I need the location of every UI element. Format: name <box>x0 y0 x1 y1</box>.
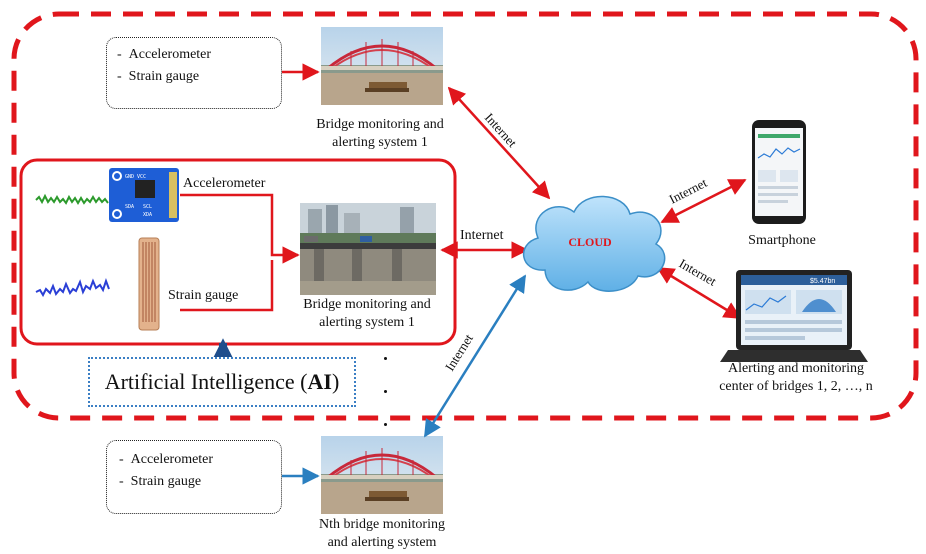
cloud-icon <box>522 195 666 292</box>
cloud-label: CLOUD <box>568 235 612 249</box>
accelerometer-line <box>180 193 300 264</box>
laptop-screen-value: $5.47bn <box>810 278 835 285</box>
bridge-top-caption-line2: alerting system 1 <box>332 135 428 150</box>
internet-arrow-laptop <box>656 266 742 320</box>
top-sensor-box: - Accelerometer - Strain gauge <box>106 37 282 109</box>
chip-label-4: XDA <box>143 212 152 218</box>
chip-label-1: GND VCC <box>125 174 146 180</box>
ellipsis-dot-3 <box>384 423 387 426</box>
internet-arrow-smartphone <box>660 178 747 224</box>
bottom-sensor-strain-gauge: - Strain gauge <box>119 474 202 489</box>
internet-label-middle: Internet <box>460 228 504 243</box>
internet-arrow-top <box>447 86 551 200</box>
ai-label: Artificial Intelligence (AI) <box>104 369 340 394</box>
chip-label-2: SDA <box>125 204 134 210</box>
internet-arrow-bottom <box>423 274 527 438</box>
strain-gauge-line <box>180 260 274 312</box>
bridge-photo-top <box>319 25 445 107</box>
bottom-sensor-accelerometer: - Accelerometer <box>119 452 214 467</box>
bridge-photo-bottom <box>319 434 445 516</box>
bridge-mid-caption-line2: alerting system 1 <box>319 315 415 330</box>
ai-box: Artificial Intelligence (AI) <box>88 357 356 407</box>
ellipsis-dot-1 <box>384 357 387 360</box>
bridge-mid-caption-line1: Bridge monitoring and <box>303 297 431 312</box>
smartphone-icon <box>752 120 806 224</box>
alert-center-caption-line2: center of bridges 1, 2, …, n <box>719 379 873 394</box>
smartphone-label: Smartphone <box>748 233 816 248</box>
strain-gauge-sensor <box>138 237 160 331</box>
bridge-top-caption-line1: Bridge monitoring and <box>316 117 444 132</box>
top-sensor-strain-gauge: - Strain gauge <box>117 69 200 84</box>
bridge-photo-middle <box>300 203 436 295</box>
accelerometer-label: Accelerometer <box>183 176 266 191</box>
top-sensor-accelerometer: - Accelerometer <box>117 47 212 62</box>
chip-label-3: SCL <box>143 204 152 210</box>
accelerometer-chip: GND VCC SDA SCL XDA <box>109 168 179 222</box>
alert-center-caption-line1: Alerting and monitoring <box>727 361 865 376</box>
strain-waveform <box>35 278 110 298</box>
strain-gauge-label: Strain gauge <box>168 288 239 303</box>
accelerometer-waveform <box>35 193 109 205</box>
ellipsis-dot-2 <box>384 390 387 393</box>
bridge-bottom-caption-line2: and alerting system <box>327 535 437 550</box>
bottom-sensor-box: - Accelerometer - Strain gauge <box>106 440 282 514</box>
laptop-icon: $5.47bn <box>720 270 868 362</box>
bridge-bottom-caption-line1: Nth bridge monitoring <box>319 517 445 532</box>
